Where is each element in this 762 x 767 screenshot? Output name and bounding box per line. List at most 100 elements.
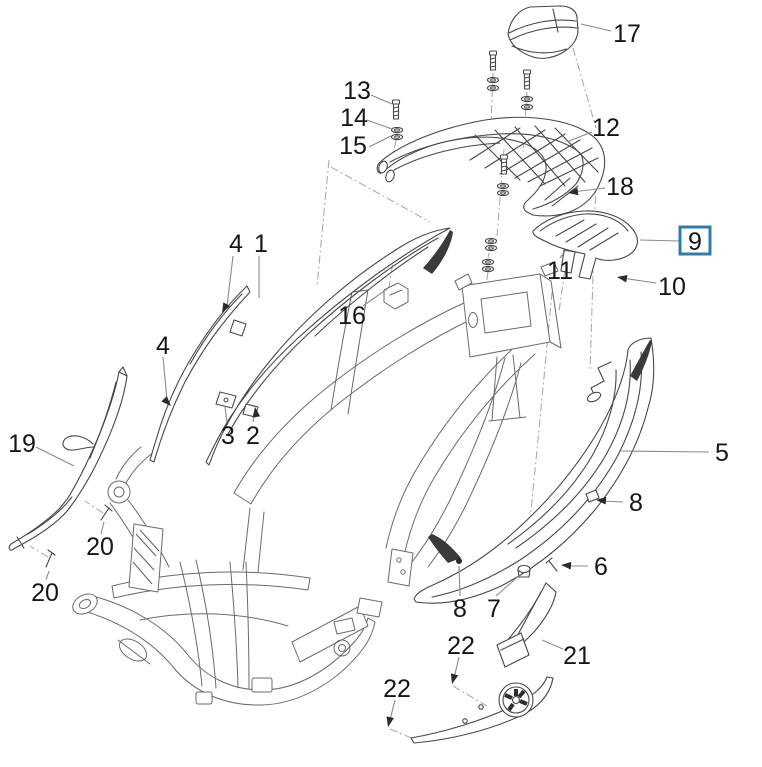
- arrowhead-icon: [161, 396, 171, 406]
- arrowhead-icon: [386, 716, 394, 727]
- arrowhead-icon: [222, 302, 231, 313]
- callout-label: 21: [563, 642, 591, 670]
- callout-15[interactable]: 15: [339, 132, 392, 160]
- callout-11[interactable]: 11: [547, 249, 573, 285]
- screw-20: [45, 549, 56, 568]
- callout-label: 7: [487, 595, 501, 623]
- arrowhead-icon: [596, 496, 607, 505]
- callout-label: 4: [229, 230, 243, 258]
- leader-line: [162, 356, 168, 401]
- screw-icon: [488, 50, 498, 71]
- callout-5[interactable]: 5: [619, 439, 729, 467]
- callout-6[interactable]: 6: [561, 553, 608, 581]
- callout-label: 2: [246, 422, 260, 450]
- callout-label: 3: [221, 422, 235, 450]
- emblem-wheel: [498, 682, 534, 718]
- frame: [72, 261, 562, 706]
- leader-line: [389, 699, 396, 721]
- screw-icon: [499, 154, 509, 175]
- part-luggage-rack: [376, 116, 606, 217]
- leader-line: [559, 249, 567, 259]
- part-rear-cover: [532, 210, 638, 280]
- callout-label: 16: [338, 302, 366, 330]
- part-right-side-panel: [413, 337, 655, 604]
- leader-line: [621, 277, 657, 284]
- callout-label: 12: [592, 114, 620, 142]
- callout-label: 20: [31, 579, 59, 607]
- part-underbody-trim: [410, 582, 557, 744]
- fastener-dot: [456, 558, 462, 564]
- callout-label: 14: [340, 104, 368, 132]
- callout-label: 11: [547, 257, 573, 285]
- callout-label: 10: [658, 273, 686, 301]
- callout-22[interactable]: 22: [447, 632, 475, 685]
- callout-label: 4: [156, 332, 170, 360]
- arrowhead-icon: [252, 407, 261, 418]
- callout-label: 22: [383, 675, 411, 703]
- leader-line: [370, 94, 393, 105]
- callout-13[interactable]: 13: [343, 77, 393, 105]
- leader-line: [366, 119, 393, 130]
- callout-label: 9: [688, 228, 702, 256]
- callout-20[interactable]: 20: [86, 521, 114, 561]
- callout-16[interactable]: 16: [338, 288, 388, 330]
- screw-icon: [522, 69, 532, 90]
- leader-line: [619, 450, 710, 453]
- part-trim-strip: [149, 285, 251, 463]
- callout-label: 17: [613, 20, 641, 48]
- callout-22[interactable]: 22: [383, 675, 411, 728]
- callout-label: 20: [86, 533, 114, 561]
- callout-label: 5: [715, 439, 729, 467]
- callout-12[interactable]: 12: [568, 114, 620, 142]
- part-backrest-pad: [507, 5, 579, 59]
- callout-label: 1: [254, 230, 268, 258]
- callout-4[interactable]: 4: [219, 230, 243, 315]
- callout-1[interactable]: 1: [254, 230, 268, 298]
- callout-19[interactable]: 19: [8, 430, 75, 467]
- frame-clamp: [383, 282, 409, 310]
- leader-line: [362, 288, 388, 307]
- callout-label: 22: [447, 632, 475, 660]
- callout-9-highlighted[interactable]: 9: [639, 225, 712, 256]
- leader-line: [226, 255, 234, 307]
- highlight-box: [678, 225, 712, 256]
- callout-label: 13: [343, 77, 371, 105]
- callout-18[interactable]: 18: [567, 173, 634, 201]
- callout-17[interactable]: 17: [580, 20, 641, 48]
- leader-line: [35, 446, 75, 467]
- callout-label: 8: [629, 489, 643, 517]
- callout-label: 15: [339, 132, 367, 160]
- callout-21[interactable]: 21: [541, 639, 591, 670]
- arrowhead-icon: [450, 673, 459, 684]
- leader-line: [368, 135, 392, 148]
- leader-line: [458, 565, 461, 597]
- callout-2[interactable]: 2: [246, 406, 261, 450]
- callout-label: 8: [453, 595, 467, 623]
- screw-icon: [391, 99, 401, 120]
- callout-20[interactable]: 20: [31, 570, 59, 607]
- screw-20: [100, 504, 113, 521]
- screw-6: [545, 557, 558, 572]
- arrowhead-icon: [561, 561, 572, 570]
- callout-10[interactable]: 10: [616, 273, 686, 301]
- rack-grid: [469, 125, 599, 207]
- leader-line: [541, 639, 564, 650]
- leader-line: [45, 570, 50, 581]
- leader-line: [495, 573, 522, 597]
- callout-8[interactable]: 8: [596, 489, 643, 517]
- callout-label: 6: [594, 553, 608, 581]
- callout-4[interactable]: 4: [156, 332, 174, 409]
- callout-14[interactable]: 14: [340, 104, 393, 132]
- callout-8[interactable]: 8: [453, 558, 467, 623]
- callout-3[interactable]: 3: [221, 406, 235, 450]
- callout-label: 19: [8, 430, 36, 458]
- arrowhead-icon: [617, 274, 628, 283]
- callout-7[interactable]: 7: [487, 573, 522, 623]
- frame-bracket: [461, 273, 551, 358]
- arrowhead-icon: [568, 187, 579, 196]
- grommet-7: [517, 564, 531, 574]
- part-left-floor-trim: [8, 366, 128, 568]
